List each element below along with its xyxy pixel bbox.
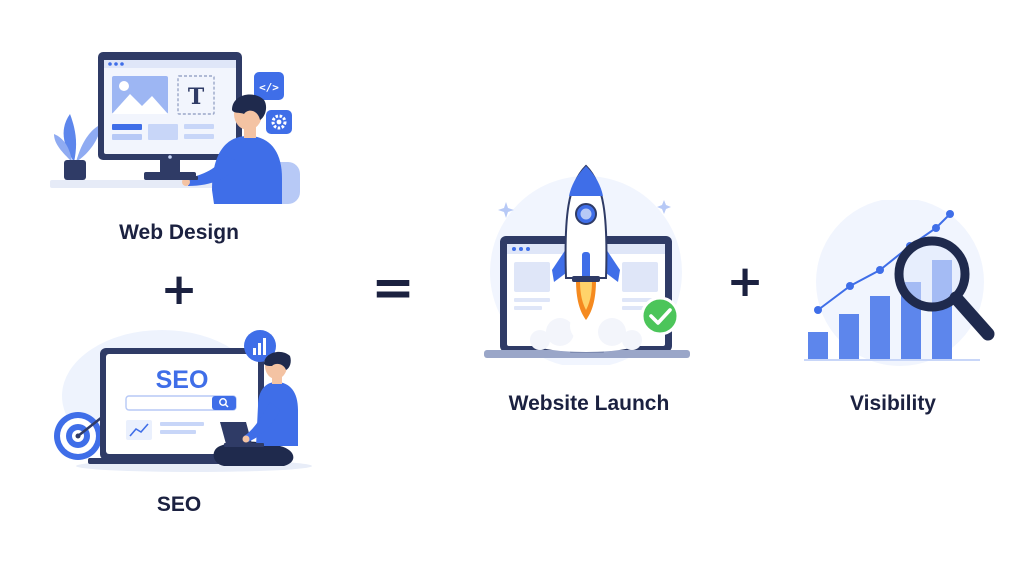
seo-illustration: SEO (44, 326, 314, 476)
search-icon (219, 398, 227, 406)
seo-label: SEO (156, 493, 202, 516)
analytics-icon (244, 330, 276, 362)
seo-screen-title: SEO (156, 366, 209, 394)
plant-icon (54, 114, 102, 180)
visibility-label: Visibility (850, 392, 936, 415)
monitor-icon: T (98, 52, 242, 180)
website-launch-illustration (476, 160, 706, 365)
web-design-label: Web Design (119, 221, 239, 244)
sparkle-icon (657, 200, 671, 214)
visibility-illustration (800, 200, 1005, 370)
equals-operator: = (371, 258, 415, 318)
svg-text:</>: </> (259, 81, 279, 94)
target-icon (54, 410, 110, 460)
sparkle-icon (498, 202, 514, 218)
plus-operator-horizontal: + (726, 256, 764, 307)
svg-text:T: T (188, 84, 205, 110)
seo-person (213, 351, 298, 466)
plus-operator-vertical: + (160, 264, 198, 315)
checkmark-icon (640, 296, 680, 336)
web-design-illustration: T </> (48, 44, 308, 209)
magnifying-glass-icon (894, 236, 995, 341)
trend-line (814, 210, 954, 314)
designer-person (182, 94, 300, 204)
code-icon: </> (254, 72, 284, 100)
smoke-cloud (526, 310, 646, 352)
website-launch-label: Website Launch (508, 392, 670, 415)
rocket-icon (552, 164, 620, 320)
gear-icon (266, 110, 292, 134)
